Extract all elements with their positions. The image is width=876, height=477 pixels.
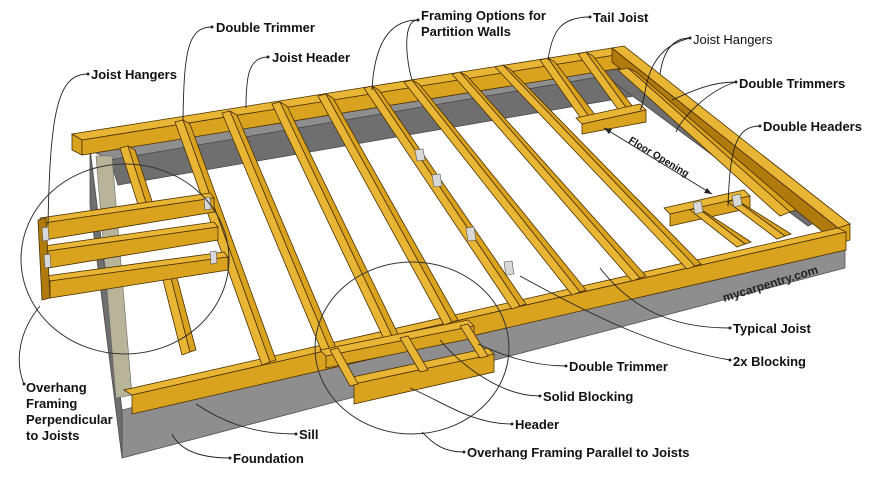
label-overhang-perp-4: to Joists	[26, 428, 79, 443]
partition-blocking	[414, 148, 515, 276]
label-tail-joist: Tail Joist	[593, 10, 649, 25]
label-framing-options-1: Framing Options for	[421, 8, 546, 23]
label-joist-hangers-left: Joist Hangers	[91, 67, 177, 82]
label-overhang-perp-2: Framing	[26, 396, 77, 411]
label-framing-options-2: Partition Walls	[421, 24, 511, 39]
label-header: Header	[515, 417, 559, 432]
label-2x-blocking: 2x Blocking	[733, 354, 806, 369]
label-double-trimmers-right: Double Trimmers	[739, 76, 845, 91]
label-double-trimmer-top: Double Trimmer	[216, 20, 315, 35]
label-joist-hangers-right: Joist Hangers	[693, 32, 773, 47]
overhang-perpendicular	[37, 145, 229, 356]
floor-opening-framing	[539, 51, 797, 248]
floor-opening-label: Floor Opening	[626, 135, 690, 180]
label-overhang-perp-3: Perpendicular	[26, 412, 113, 427]
label-double-trimmer-bottom: Double Trimmer	[569, 359, 668, 374]
label-foundation: Foundation	[233, 451, 304, 466]
label-sill: Sill	[299, 427, 319, 442]
typical-joists	[174, 64, 702, 366]
label-joist-header: Joist Header	[272, 50, 350, 65]
label-solid-blocking: Solid Blocking	[543, 389, 633, 404]
label-typical-joist: Typical Joist	[733, 321, 811, 336]
label-overhang-perp-1: Overhang	[26, 380, 87, 395]
overhang-parallel-circle	[314, 261, 510, 435]
front-header	[122, 227, 848, 415]
leader-lines	[18, 15, 762, 460]
overhang-perpendicular-circle	[20, 163, 230, 355]
label-double-headers: Double Headers	[763, 119, 862, 134]
label-overhang-parallel: Overhang Framing Parallel to Joists	[467, 445, 690, 460]
overhang-parallel	[319, 319, 495, 405]
